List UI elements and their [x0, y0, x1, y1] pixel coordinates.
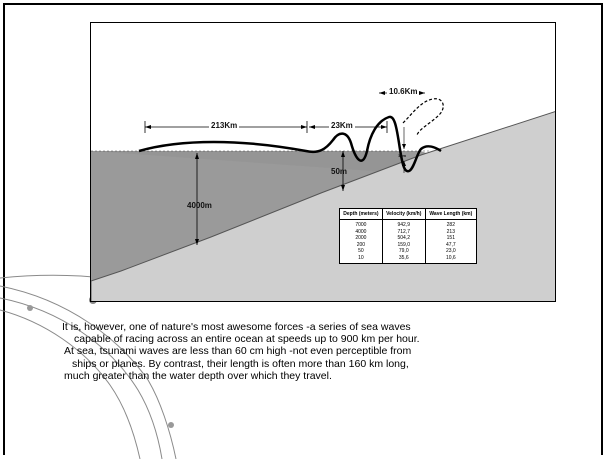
table-cell: 10	[339, 254, 383, 264]
table-cell: 10,6	[445, 254, 456, 261]
caption-line: capable of racing across an entire ocean…	[74, 333, 420, 346]
table-header-cell: Velocity (km/h)	[382, 208, 426, 220]
tsunami-diagram: 213Km 23Km 10.6Km 4000m 50m 10m Depth (m…	[90, 22, 556, 302]
table-header-cell: Depth (meters)	[339, 208, 383, 220]
table-cell: 23,0	[445, 248, 456, 254]
mid-wavelength-label: 23Km	[329, 121, 355, 130]
table-cell: 47,7	[445, 241, 456, 248]
caption-text: It is, however, one of nature's most awe…	[62, 321, 582, 382]
table-row: 10 35,6 10,6	[339, 254, 477, 264]
shelf-depth-label: 50m	[331, 167, 348, 176]
table-cell: 213	[446, 228, 455, 235]
caption-line: It is, however, one of nature's most awe…	[62, 321, 411, 333]
table-cell: 2000	[339, 235, 383, 242]
table-cell: 4000	[339, 228, 383, 235]
coast-depth-label: 10m	[398, 153, 407, 158]
table-header-row: Depth (meters) Velocity (km/h) Wave Leng…	[339, 208, 477, 220]
caption-line: ships or planes. By contrast, their leng…	[72, 357, 409, 370]
table-cell: 79,0	[382, 248, 426, 255]
table-cell: 282	[446, 222, 455, 228]
table-row: 2000 504,2 151	[339, 235, 477, 242]
caption-line: much greater than the water depth over w…	[64, 369, 332, 382]
slide-frame	[3, 3, 603, 455]
depth-velocity-table: Depth (meters) Velocity (km/h) Wave Leng…	[339, 208, 477, 264]
table-cell: 712,7	[382, 228, 426, 235]
table-cell: 151	[446, 235, 455, 241]
ocean-depth-label: 4000m	[187, 201, 212, 210]
table-cell: 35,6	[382, 254, 426, 264]
table-cell: 7000	[339, 219, 383, 229]
table-cell: 200	[339, 241, 383, 248]
caption-line: At sea, tsunami waves are less than 60 c…	[64, 345, 412, 358]
table-row: 200 159,0 47,7	[339, 241, 477, 248]
table-cell: 504,2	[382, 235, 426, 242]
table-cell: 50	[339, 248, 383, 255]
table-header-cell: Wave Length (km)	[425, 208, 477, 220]
coastal-wavelength-label: 10.6Km	[387, 87, 420, 96]
table-row: 4000 712,7 213	[339, 228, 477, 235]
table-row: 7000 942,9 282	[339, 219, 477, 229]
table-cell: 159,0	[382, 241, 426, 248]
tsunami-profile-graphic	[91, 91, 555, 301]
open-ocean-wavelength-label: 213Km	[209, 121, 240, 130]
table-row: 50 79,0 23,0	[339, 248, 477, 255]
table-cell: 942,9	[382, 219, 426, 229]
